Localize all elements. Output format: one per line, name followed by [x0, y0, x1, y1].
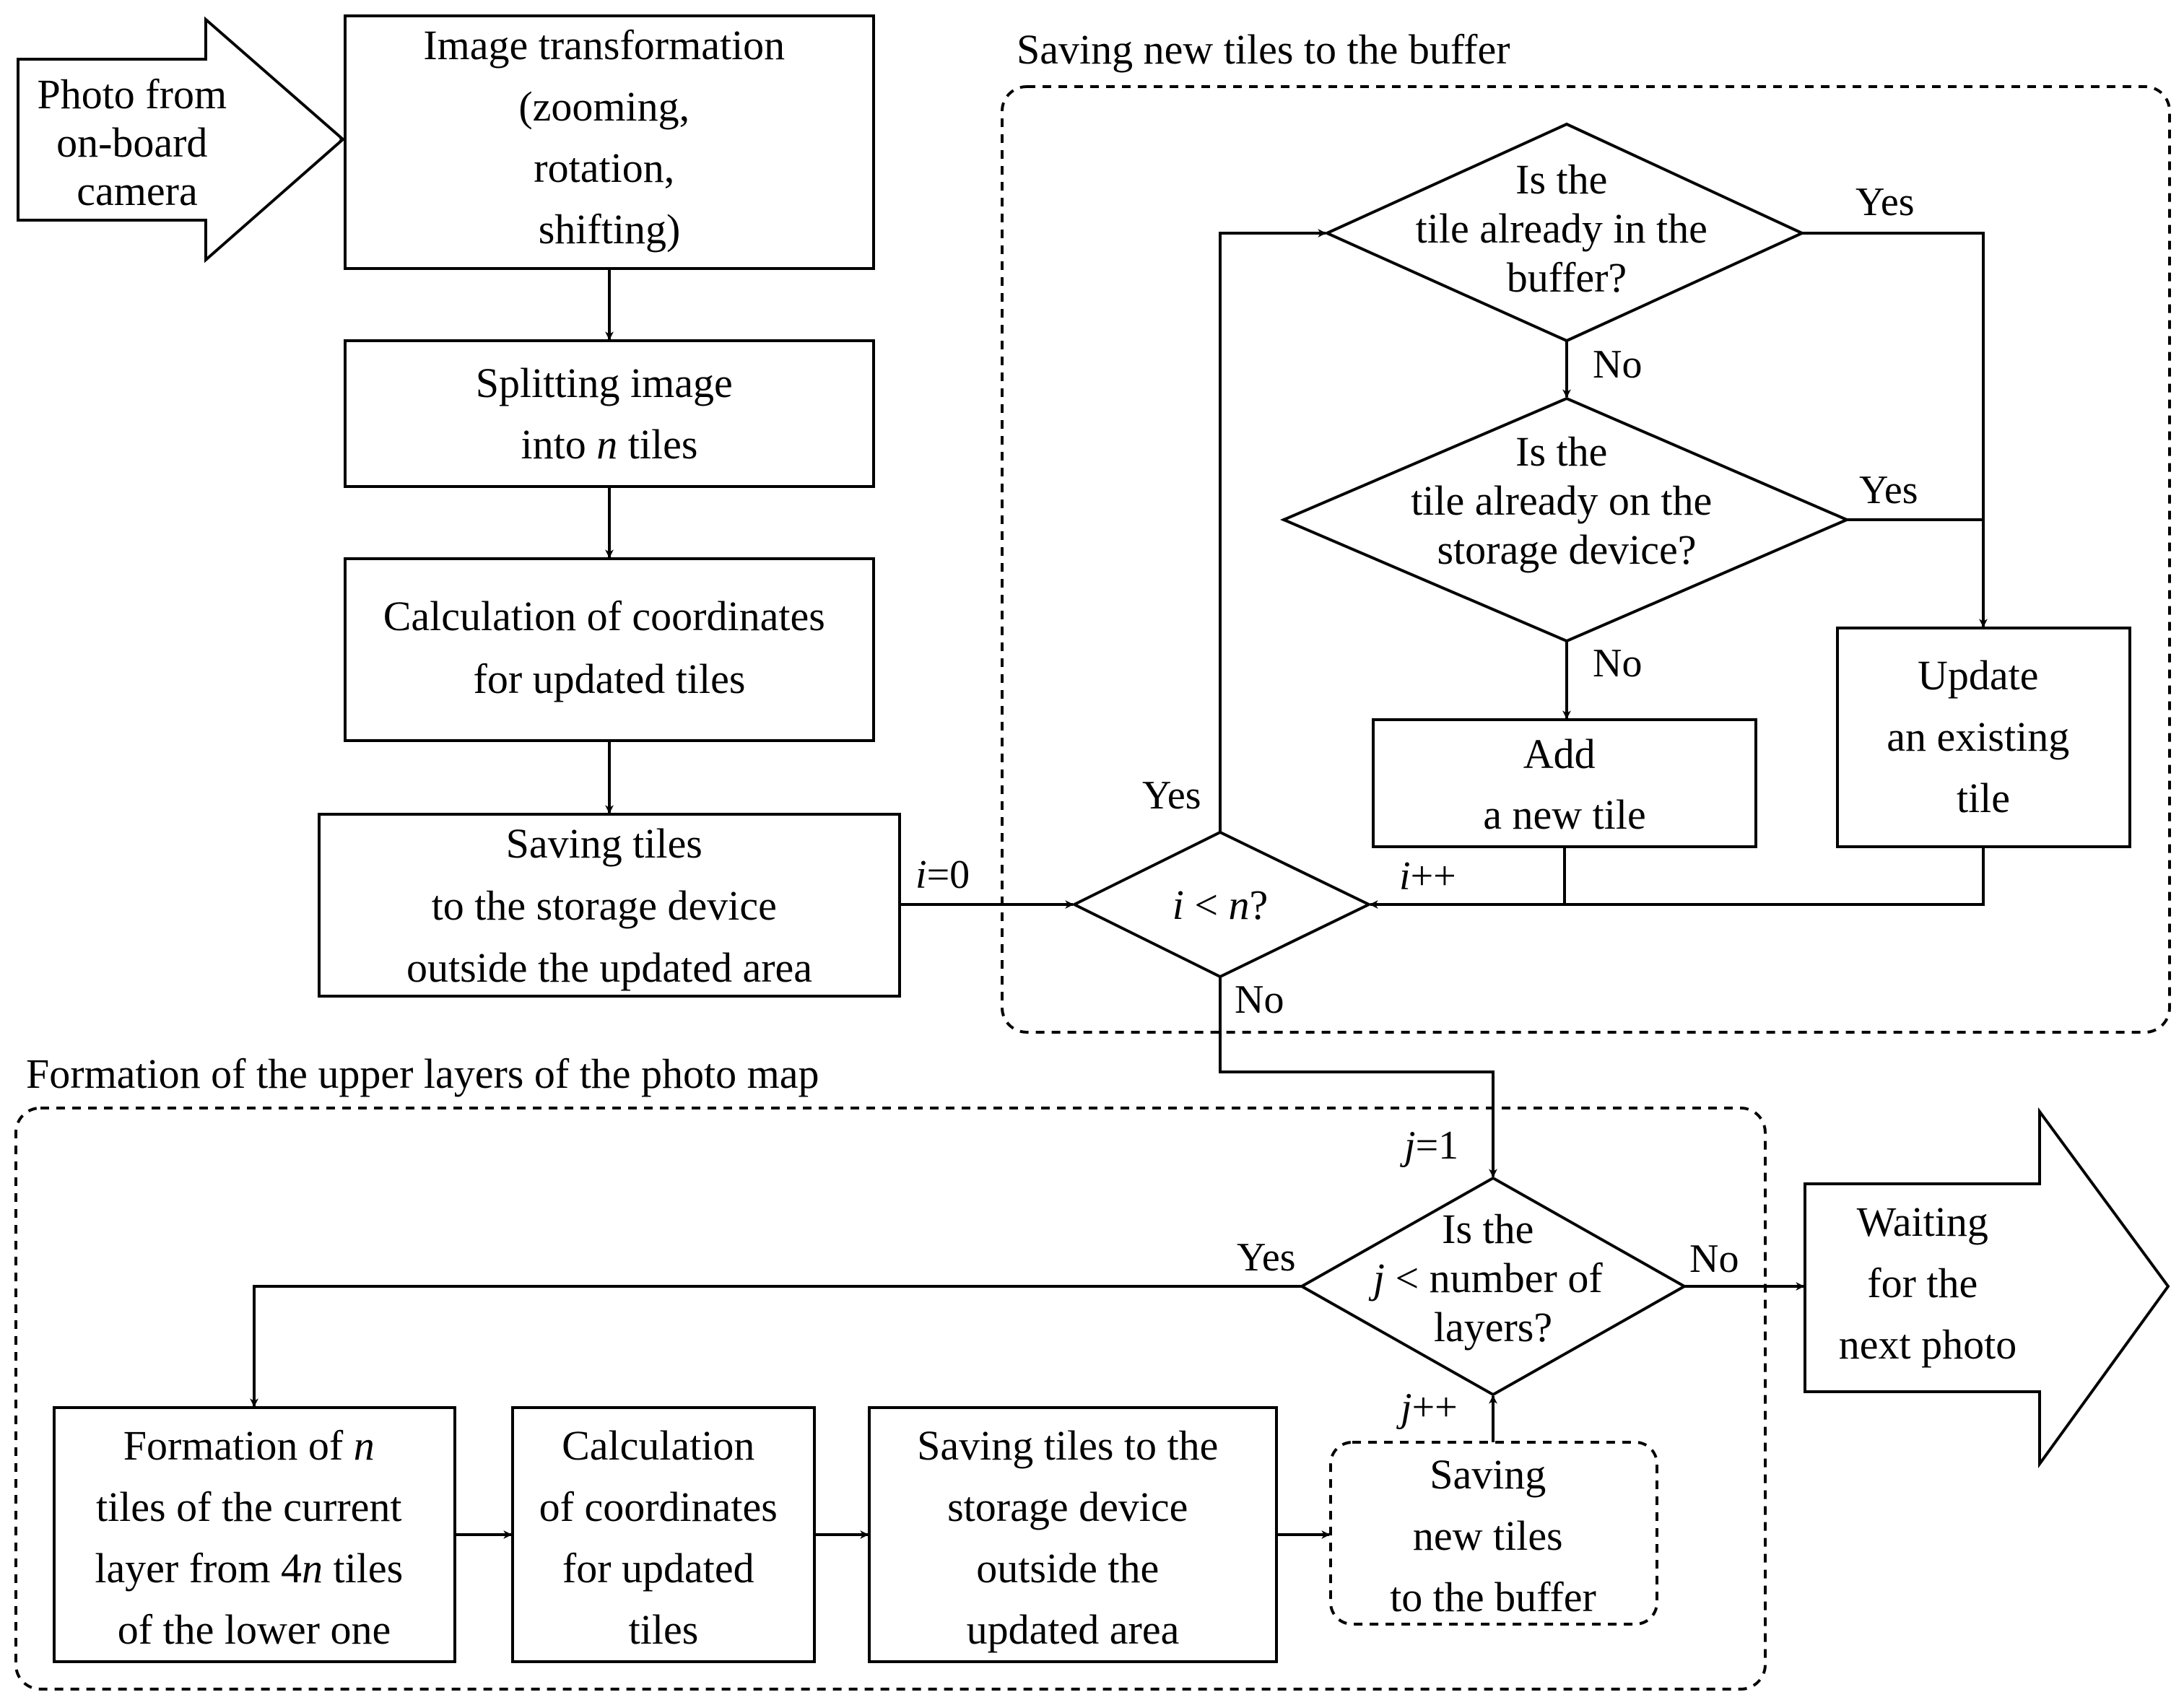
buffer-group-frame [1001, 85, 2171, 1034]
label-i-increment: i++ [1399, 854, 1456, 899]
label-i-yes: Yes [1142, 773, 1201, 818]
image-transformation-label: Image transformation (zooming, rotation,… [423, 22, 795, 253]
photo-input-arrow-shape [17, 16, 346, 263]
label-i-no: No [1235, 977, 1284, 1022]
decision-i-less-n [1071, 830, 1372, 979]
splitting-image-label: Splitting image into n tiles [476, 359, 744, 468]
upper-layers-group-title: Formation of the upper layers of the pho… [26, 1050, 819, 1097]
decision-in-buffer-label: Is the tile already in the buffer? [1416, 156, 1718, 301]
label-i-equals-0: i=0 [915, 852, 970, 897]
label-j-no: No [1689, 1237, 1739, 1281]
label-buffer-no: No [1593, 342, 1642, 387]
waiting-output-label: Waiting for the next photo [1839, 1198, 2016, 1368]
calc-coordinates-label: Calculation of coordinates for updated t… [383, 593, 836, 702]
calc-coordinates-2-label: Calculation of coordinates for updated t… [539, 1422, 788, 1653]
label-j-increment: j++ [1396, 1385, 1458, 1430]
save-tiles-storage-box [318, 813, 901, 998]
edge-buffer-yes-to-update [1802, 232, 1988, 628]
label-storage-no: No [1593, 641, 1642, 686]
edge-i-yes-to-buffer-check [1219, 229, 1327, 832]
save-tiles-2-box [868, 1406, 1278, 1663]
edge-i-no-to-j-check [1219, 977, 1497, 1178]
upper-layers-group-frame [14, 1107, 1767, 1691]
image-transformation-box [344, 14, 875, 270]
update-existing-tile-box [1836, 627, 2131, 848]
save-tiles-storage-label: Saving tiles to the storage device outsi… [406, 820, 812, 991]
calc-coordinates-2-box [511, 1406, 816, 1663]
edge-update-to-i-check [1369, 847, 1985, 909]
label-storage-yes: Yes [1859, 468, 1918, 513]
waiting-output-arrow-shape [1804, 1107, 2170, 1469]
buffer-group-title: Saving new tiles to the buffer [1017, 26, 1510, 73]
form-tiles-box [53, 1406, 456, 1663]
label-j-equals-1: j=1 [1400, 1123, 1458, 1168]
update-existing-tile-label: Update an existing tile [1887, 652, 2079, 821]
decision-i-less-n-label: i < n? [1173, 881, 1269, 928]
save-tiles-2-label: Saving tiles to the storage device outsi… [917, 1422, 1229, 1653]
label-buffer-yes: Yes [1855, 180, 1914, 224]
edge-j-yes-to-form [250, 1285, 1302, 1408]
label-j-yes: Yes [1237, 1235, 1295, 1280]
save-buffer-subprocess-label: Saving new tiles to the buffer [1390, 1451, 1596, 1621]
decision-on-storage-label: Is the tile already on the storage devic… [1411, 428, 1723, 573]
save-buffer-subprocess-box [1329, 1441, 1658, 1626]
add-new-tile-box [1372, 718, 1757, 848]
form-tiles-label: Formation of n tiles of the current laye… [95, 1422, 413, 1653]
calc-coordinates-box [344, 557, 875, 742]
photo-input-label: Photo from on-board camera [37, 71, 237, 214]
add-new-tile-label: Add a new tile [1483, 731, 1645, 838]
